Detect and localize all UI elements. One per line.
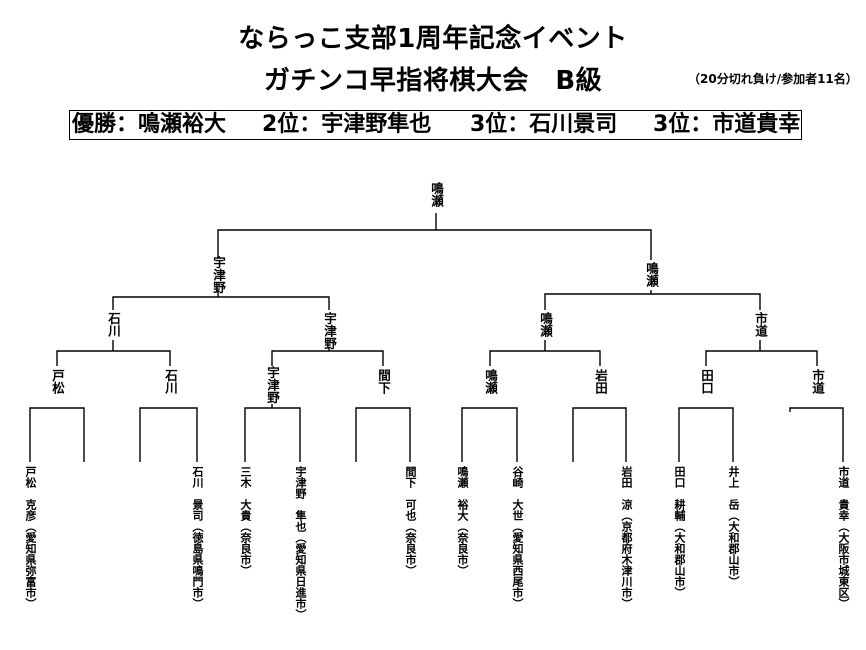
result-third-a: 3位：石川景司 <box>470 112 618 137</box>
bracket-qf-3: 鳴瀬 <box>538 312 553 337</box>
result-third-b: 3位：市道貴幸 <box>653 112 801 137</box>
bracket-r2-4: 間下 <box>376 369 391 394</box>
bracket-line-qf-1 <box>56 350 171 366</box>
bracket-r2-6: 岩田 <box>593 369 608 394</box>
bracket-line-qf-4 <box>705 350 818 366</box>
results-box: 優勝：鳴瀬裕大 2位：宇津野隼也 3位：石川景司 3位：市道貴幸 <box>69 110 802 140</box>
player-4: 宇津野 隼也（愛知県日進市） <box>294 466 307 620</box>
player-8: 岩田 涼（京都府木津川市） <box>620 466 633 609</box>
bracket-r2-2: 石川 <box>163 369 178 394</box>
bracket-line-r1-8 <box>789 407 844 462</box>
player-6: 鳴瀬 裕大（奈良市） <box>456 466 469 576</box>
player-2: 石川 景司（徳島県鳴門市） <box>191 466 204 609</box>
bracket-line-qf-3 <box>489 350 601 366</box>
bracket-line-qf-2 <box>271 350 384 366</box>
player-7: 谷崎 大世（愛知県西尾市） <box>511 466 524 609</box>
result-second: 2位：宇津野隼也 <box>262 112 432 137</box>
tournament-note: （20分切れ負け/参加者11名） <box>688 72 858 86</box>
player-11: 市道 貴幸（大阪市城東区） <box>837 466 850 609</box>
bracket-line-r1-4 <box>355 407 411 462</box>
event-title: ならっこ支部1周年記念イベント <box>238 24 628 54</box>
bracket-line-r1-3 <box>244 407 301 462</box>
bracket-r2-7: 田口 <box>699 369 714 394</box>
player-1: 戸松 克彦（愛知県弥富市） <box>24 466 37 609</box>
result-winner: 優勝：鳴瀬裕大 <box>72 112 227 137</box>
bracket-line-sf-left-split <box>112 296 330 310</box>
bracket-line-r1-6 <box>572 407 627 462</box>
bracket-line-r1-5 <box>461 407 518 462</box>
bracket-champion: 鳴瀬 <box>429 182 444 207</box>
tournament-subtitle: ガチンコ早指将棋大会 B級 <box>263 66 603 96</box>
bracket-r2-8: 市道 <box>810 369 825 394</box>
bracket-r2-1: 戸松 <box>50 369 65 394</box>
bracket-sf-2: 鳴瀬 <box>644 262 659 287</box>
bracket-qf-1: 石川 <box>106 312 121 337</box>
bracket-line-r1-7 <box>678 407 734 462</box>
bracket-r2-5: 鳴瀬 <box>483 369 498 394</box>
bracket-line-r1-2 <box>139 407 198 462</box>
bracket-line-sf-right-split <box>544 293 761 310</box>
bracket-qf-2: 宇津野 <box>322 312 337 350</box>
bracket-qf-4: 市道 <box>753 312 768 337</box>
bracket-line-r1-1 <box>29 407 85 462</box>
player-10: 井上 岳（大和郡山市） <box>727 466 740 587</box>
bracket-sf-1: 宇津野 <box>211 256 226 294</box>
player-5: 間下 可也（奈良市） <box>404 466 417 576</box>
bracket-r2-3: 宇津野 <box>265 366 280 404</box>
player-3: 三木 大貴（奈良市） <box>239 466 252 576</box>
player-9: 田口 耕輔（大和郡山市） <box>673 466 686 598</box>
bracket-line-final <box>217 229 652 260</box>
